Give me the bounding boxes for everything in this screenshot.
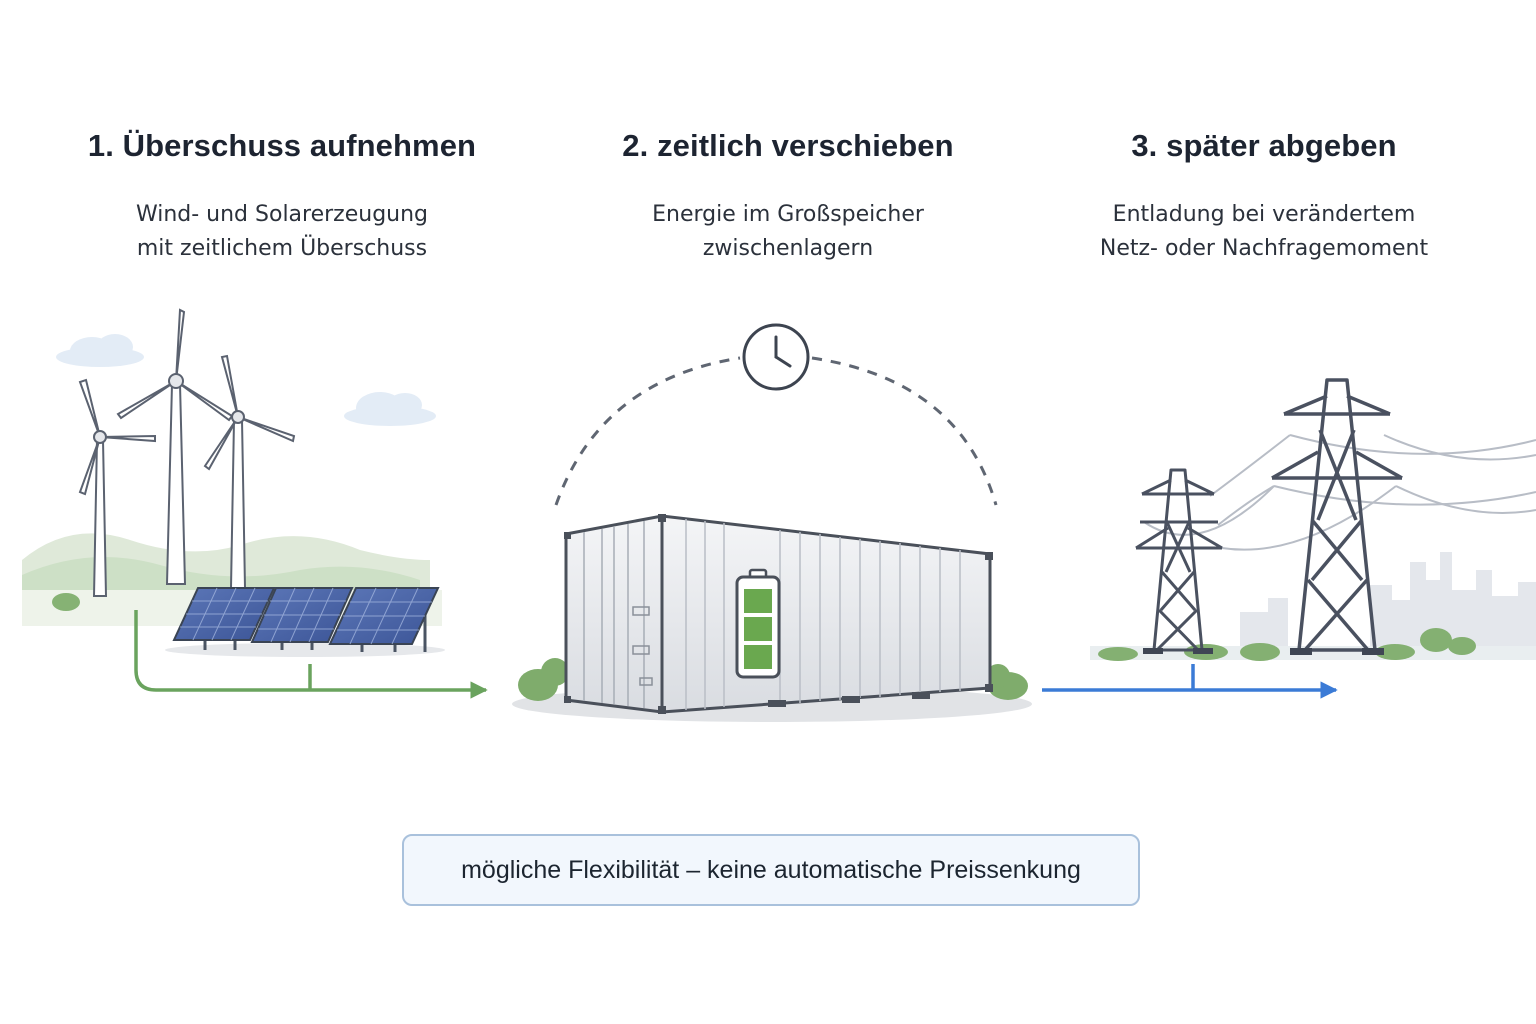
step-2-description: Energie im Großspeicher zwischenlagern <box>652 202 924 261</box>
grid-scene <box>1090 378 1536 661</box>
cloud-icon <box>56 334 144 367</box>
time-shift-arc <box>554 356 998 506</box>
step-3-description: Entladung bei verändertem Netz- oder Nac… <box>1099 202 1429 261</box>
step-3-title: 3. später abgeben <box>1131 128 1397 163</box>
charge-arrow <box>134 610 488 699</box>
discharge-arrow <box>1042 664 1338 699</box>
clock-icon <box>742 323 810 391</box>
wind-turbine-icon <box>78 378 156 597</box>
step-2-title: 2. zeitlich verschieben <box>622 128 954 163</box>
cloud-icon <box>344 392 436 426</box>
battery-icon <box>735 568 781 679</box>
power-pylon-icon <box>1271 378 1403 652</box>
battery-container-icon <box>512 514 1032 722</box>
wind-turbine-icon <box>203 354 296 589</box>
renewables-scene <box>22 308 445 657</box>
solar-panel-icon <box>165 587 445 657</box>
wind-turbine-icon <box>116 308 234 585</box>
power-pylon-icon <box>1135 468 1223 652</box>
flexibility-note-text: mögliche Flexibilität – keine automatisc… <box>461 855 1081 884</box>
step-1-description: Wind- und Solarerzeugung mit zeitlichem … <box>135 202 429 261</box>
step-1-title: 1. Überschuss aufnehmen <box>87 128 477 163</box>
flexibility-note: mögliche Flexibilität – keine automatisc… <box>402 834 1140 906</box>
